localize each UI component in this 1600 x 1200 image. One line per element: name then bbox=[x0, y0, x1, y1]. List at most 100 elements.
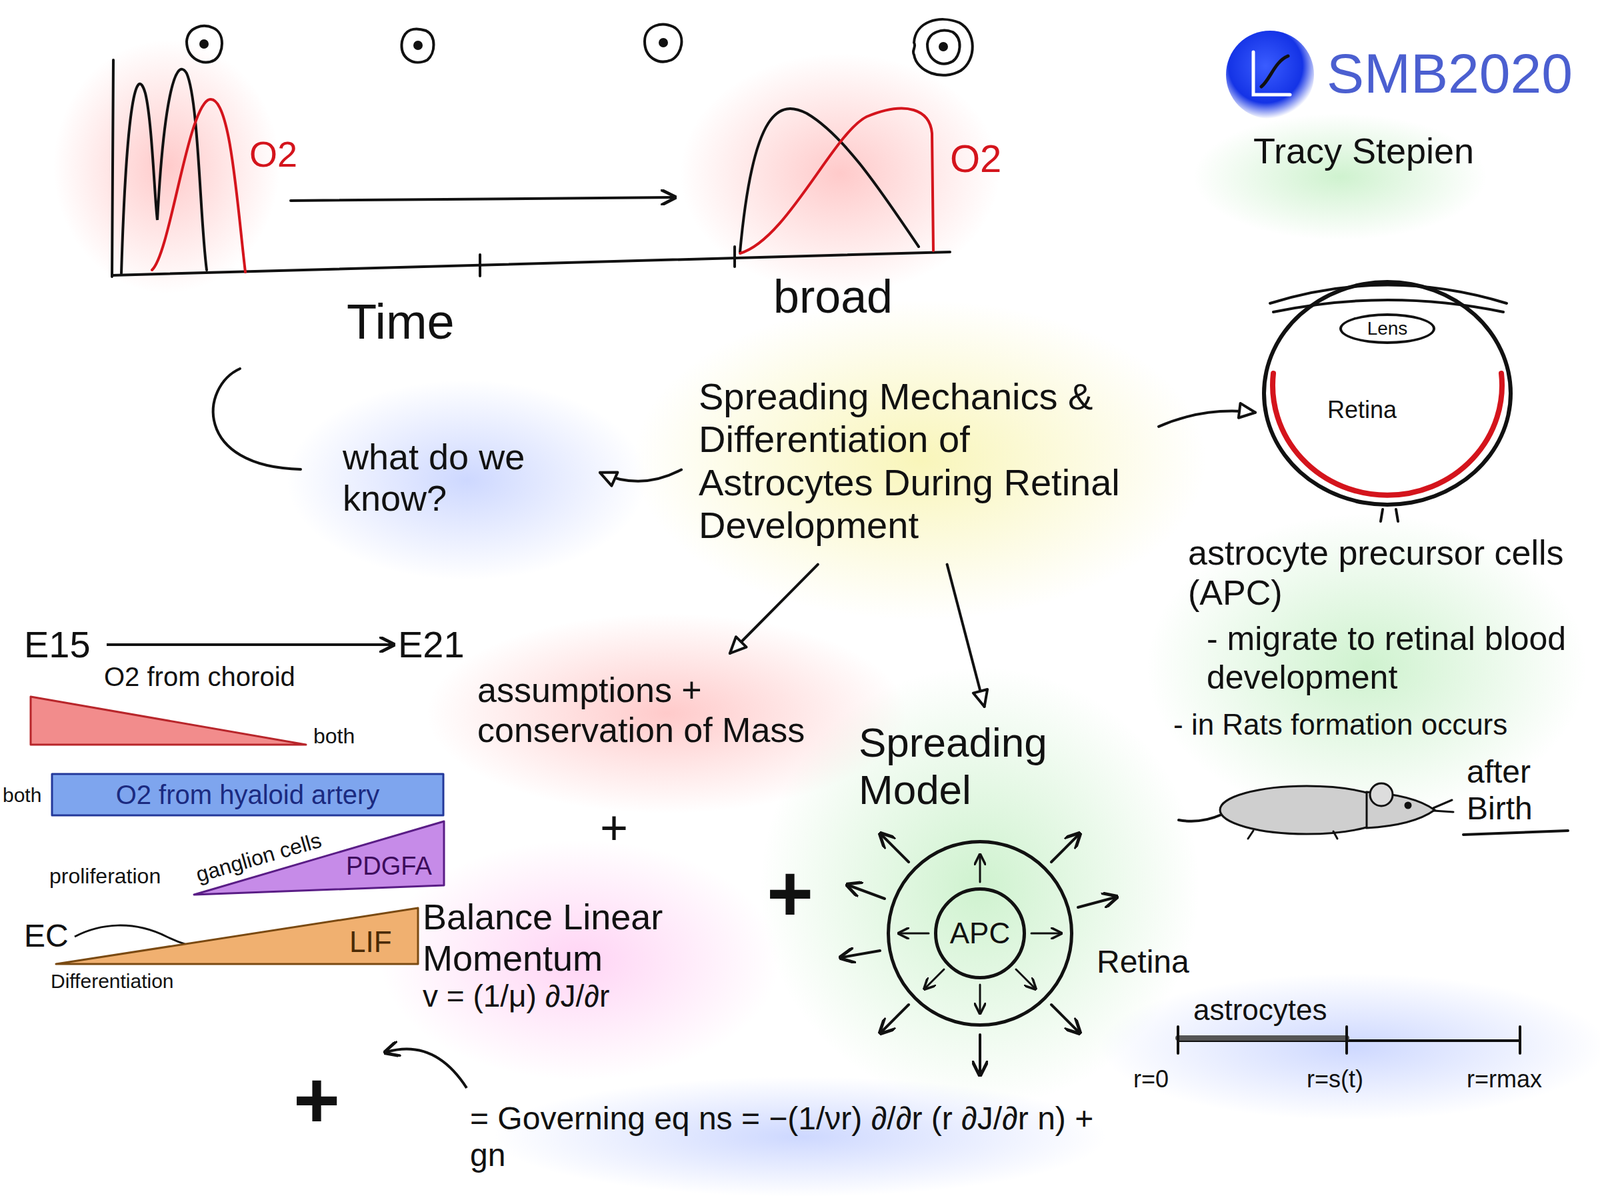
axis-label: Time bbox=[346, 293, 455, 350]
node-text: Retina bbox=[1096, 943, 1190, 980]
node-text: assumptions + conservation of Mass bbox=[477, 670, 870, 751]
spreading-arrows bbox=[842, 834, 1116, 1074]
blue-blob bbox=[1100, 973, 1600, 1120]
node-text: LIF bbox=[349, 925, 392, 960]
ruler-label: r=s(t) bbox=[1306, 1065, 1364, 1093]
inner-arrow bbox=[979, 856, 982, 882]
ruler-label: astrocytes bbox=[1193, 993, 1328, 1028]
band-fill bbox=[52, 774, 444, 816]
cell-icons bbox=[186, 19, 973, 76]
equation-label: = Governing eq ns = −(1/νr) ∂/∂r (r ∂J/∂… bbox=[470, 1100, 1137, 1174]
ruler-tick bbox=[1176, 1026, 1180, 1054]
eye-outline: Retina Lens bbox=[1262, 280, 1513, 507]
inner-arrow bbox=[1031, 932, 1060, 935]
note-label: EC bbox=[24, 917, 69, 954]
arrow-head bbox=[600, 472, 618, 486]
spread-arrow bbox=[842, 950, 880, 958]
logo-curve bbox=[1261, 56, 1288, 87]
plus-sign: + bbox=[293, 1060, 340, 1140]
axis-tick bbox=[733, 246, 736, 267]
blue-blob bbox=[493, 1076, 1107, 1197]
plus-sign: + bbox=[766, 853, 814, 934]
lif-wedge: LIF bbox=[56, 908, 418, 964]
note-label: both bbox=[313, 724, 355, 749]
rat-whiskers bbox=[1433, 800, 1454, 812]
momentum-node: Balance Linear Momentumv = (1/μ) ∂J/∂r bbox=[413, 886, 734, 1024]
ruler-label: r=0 bbox=[1133, 1065, 1169, 1093]
connector bbox=[1158, 403, 1256, 427]
spread-arrow bbox=[1051, 834, 1079, 862]
plus-sign: + bbox=[600, 800, 628, 856]
curve-label: O2 bbox=[950, 136, 1002, 182]
cell-outline bbox=[402, 28, 434, 62]
spread-arrow bbox=[881, 834, 909, 862]
inner-arrow bbox=[1016, 969, 1035, 988]
time-chart bbox=[112, 60, 950, 277]
assumption-node: assumptions + conservation of Mass bbox=[466, 660, 880, 762]
rat-legs bbox=[1248, 830, 1338, 839]
title-node: Spreading Mechanics & Differentiation of… bbox=[686, 363, 1154, 560]
spread-arrow bbox=[881, 1004, 909, 1032]
node-text: O2 from choroid bbox=[104, 661, 296, 692]
retina-circle: RetinaAPC bbox=[886, 840, 1074, 1027]
spread-arrow bbox=[1078, 897, 1116, 908]
green-blob bbox=[1193, 113, 1487, 240]
cell-outline bbox=[927, 30, 960, 64]
cell-nucleus bbox=[200, 40, 208, 48]
question-node: what do we know? bbox=[333, 426, 594, 528]
arrow-head bbox=[1238, 403, 1256, 418]
ruler-tick bbox=[1345, 1026, 1348, 1054]
timeline-arrow bbox=[106, 643, 392, 646]
broad-curve bbox=[740, 108, 919, 252]
connector bbox=[600, 469, 682, 486]
cell-icon bbox=[644, 24, 682, 62]
optic-nerve bbox=[1380, 509, 1383, 522]
cell-icon bbox=[913, 19, 973, 76]
red-blob bbox=[53, 40, 280, 294]
spread-arrow bbox=[848, 885, 885, 899]
connector-line bbox=[947, 564, 985, 707]
apc-circle: APC bbox=[934, 887, 1026, 980]
stage-label: E15 bbox=[24, 623, 91, 666]
inner-arrow bbox=[925, 969, 944, 988]
cell-nucleus bbox=[660, 39, 667, 46]
lens-shape: Lens bbox=[1339, 313, 1436, 344]
chart-axis bbox=[112, 60, 114, 277]
node-text: what do we know? bbox=[342, 436, 584, 519]
note-label: proliferation bbox=[49, 864, 161, 889]
node-text: APC bbox=[950, 916, 1010, 951]
cell-icon bbox=[186, 26, 222, 62]
node-text: Retina bbox=[1327, 396, 1397, 424]
spread-arrow bbox=[978, 1034, 982, 1074]
ruler-tick bbox=[1518, 1026, 1522, 1054]
node-text: Spreading Model bbox=[858, 718, 1142, 814]
note-label: astrocyte precursor cells (APC) bbox=[1188, 533, 1588, 614]
connector bbox=[730, 564, 818, 654]
inner-arrow bbox=[900, 932, 929, 935]
author-name: Tracy Stepien bbox=[1253, 130, 1474, 172]
bracket bbox=[213, 368, 301, 470]
oxygen-curve bbox=[740, 108, 934, 254]
cell-nucleus bbox=[414, 42, 422, 49]
curve-label: O2 bbox=[249, 133, 298, 175]
node-text: Balance Linear Momentum bbox=[422, 896, 724, 979]
eye-drawing bbox=[1270, 285, 1507, 522]
axis-tick bbox=[478, 254, 482, 276]
note-label: both bbox=[2, 784, 42, 808]
choroid-wedge: O2 from choroid bbox=[30, 660, 306, 745]
node-text: O2 from hyaloid artery bbox=[116, 779, 380, 810]
rat-drawing bbox=[1178, 783, 1454, 839]
arrow-head bbox=[973, 689, 988, 707]
model-node: Spreading Model bbox=[853, 713, 1147, 820]
connector-line bbox=[730, 564, 818, 654]
stage-label: E21 bbox=[398, 623, 465, 666]
rat-ear bbox=[1370, 783, 1393, 806]
rat-eye bbox=[1405, 802, 1411, 808]
oxygen-peak bbox=[152, 99, 246, 272]
inner-arrow bbox=[979, 984, 982, 1012]
cell-nucleus bbox=[940, 43, 947, 50]
axis-label: broad bbox=[773, 270, 893, 324]
curved-arrow bbox=[386, 1048, 467, 1088]
